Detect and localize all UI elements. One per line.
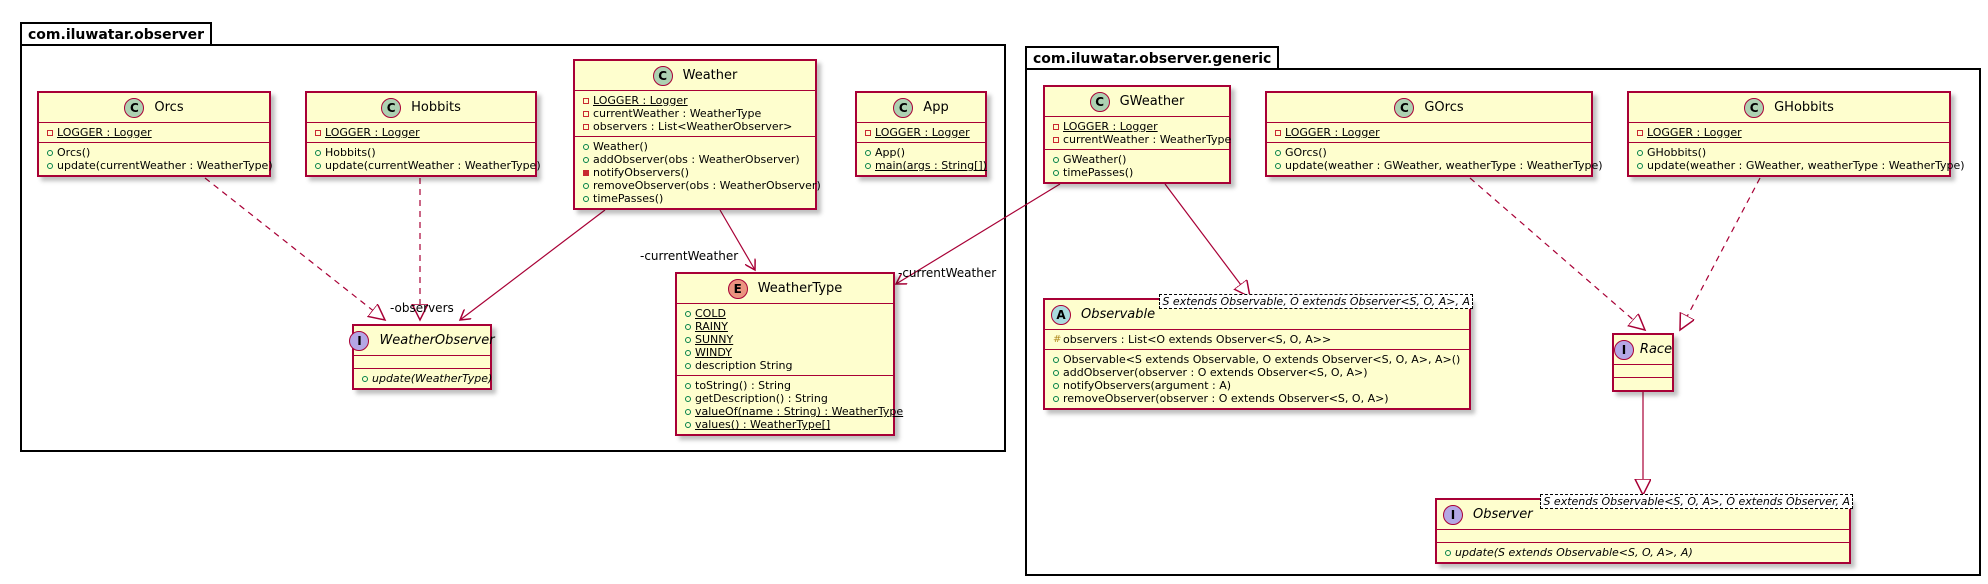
field: WINDY [695,346,732,359]
method: values() : WeatherType[] [695,418,831,431]
method: update(S extends Observable<S, O, A>, A) [1455,546,1693,559]
orcs-realizes-weather-observer [204,177,385,320]
method: notifyObservers() [593,166,690,179]
class-name: GOrcs [1424,100,1464,115]
interface-stereotype-icon: I [1443,504,1463,525]
field: observers : List<O extends Observer<S, O… [1063,333,1332,346]
class-stereotype-icon: C [124,97,145,118]
field: LOGGER : Logger [875,126,970,139]
type-parameters: S extends Observable<S, O, A>, O extends… [1540,494,1853,509]
class-stereotype-icon: C [893,97,914,118]
method: GHobbits() [1647,146,1707,159]
class-orcs[interactable]: C Orcs LOGGER : Logger Orcs() update(cur… [37,91,273,177]
class-name: Observable [1081,307,1156,322]
field: observers : List<WeatherObserver> [593,120,793,133]
enum-weather-type[interactable]: E WeatherType COLD RAINY SUNNY WINDY des… [675,272,903,436]
observers-role-label: -observers [390,301,454,315]
method: notifyObservers(argument : A) [1063,379,1232,392]
method: timePasses() [593,192,664,205]
method: GWeather() [1063,153,1127,166]
method: update(currentWeather : WeatherType) [325,159,541,172]
class-gorcs[interactable]: C GOrcs LOGGER : Logger GOrcs() update(w… [1265,91,1603,177]
field: RAINY [695,320,728,333]
gcurrent-weather-role-label: -currentWeather [898,266,997,280]
field: COLD [695,307,726,320]
field: currentWeather : WeatherType [593,107,762,120]
field: LOGGER : Logger [1063,120,1158,133]
interface-observer[interactable]: S extends Observable<S, O, A>, O extends… [1435,494,1853,564]
package-tab-observer: com.iluwatar.observer [20,22,213,45]
class-name: GWeather [1119,94,1185,109]
class-hobbits[interactable]: C Hobbits LOGGER : Logger Hobbits() upda… [305,91,541,177]
class-name: Weather [682,68,738,83]
ghobbits-realizes-race [1680,177,1761,330]
class-app[interactable]: C App LOGGER : Logger App() main(args : … [855,91,987,177]
gweather-to-weather-type [896,183,1061,284]
field: LOGGER : Logger [593,94,688,107]
method: App() [875,146,906,159]
method: Observable<S extends Observable, O exten… [1063,353,1461,366]
field: SUNNY [695,333,734,346]
method: addObserver(observer : O extends Observe… [1063,366,1368,379]
class-gweather[interactable]: C GWeather LOGGER : Logger currentWeathe… [1043,85,1231,184]
method: removeObserver(obs : WeatherObserver) [593,179,821,192]
class-stereotype-icon: C [652,65,673,86]
interface-weather-observer[interactable]: I WeatherObserver update(WeatherType) [349,324,495,390]
class-stereotype-icon: C [1394,97,1415,118]
method: Hobbits() [325,146,376,159]
interface-race[interactable]: I Race [1612,333,1674,392]
class-stereotype-icon: C [381,97,402,118]
interface-stereotype-icon: I [1613,339,1634,360]
method: Orcs() [57,146,91,159]
weather-to-weather-observer [460,209,606,320]
weather-to-weather-type [719,209,755,270]
method: update(currentWeather : WeatherType) [57,159,273,172]
gweather-extends-observable [1164,183,1250,297]
field: currentWeather : WeatherType [1063,133,1232,146]
method: GOrcs() [1285,146,1327,159]
abstract-class-observable[interactable]: S extends Observable, O extends Observer… [1043,294,1473,410]
field: description String [695,359,793,372]
gorcs-realizes-race [1469,177,1645,330]
class-name: WeatherType [757,281,843,296]
class-name: Observer [1473,507,1533,522]
method: update(weather : GWeather, weatherType :… [1647,159,1965,172]
method: addObserver(obs : WeatherObserver) [593,153,800,166]
class-ghobbits[interactable]: C GHobbits LOGGER : Logger GHobbits() up… [1627,91,1965,177]
field: LOGGER : Logger [325,126,420,139]
method: valueOf(name : String) : WeatherType [695,405,904,418]
method: removeObserver(observer : O extends Obse… [1063,392,1389,405]
class-name: App [923,100,949,115]
class-name: Orcs [154,100,184,115]
field: LOGGER : Logger [57,126,152,139]
class-stereotype-icon: C [1089,91,1110,112]
abstract-stereotype-icon: A [1051,304,1071,325]
class-name: Hobbits [411,100,461,115]
method: toString() : String [695,379,791,392]
class-name: Race [1639,342,1673,357]
field: LOGGER : Logger [1647,126,1742,139]
method: timePasses() [1063,166,1134,179]
package-tab-generic: com.iluwatar.observer.generic [1025,46,1280,69]
method: getDescription() : String [695,392,828,405]
field: LOGGER : Logger [1285,126,1380,139]
method: update(WeatherType) [372,372,493,385]
current-weather-role-label: -currentWeather [640,249,739,263]
class-weather[interactable]: C Weather LOGGER : Logger currentWeather… [573,59,821,210]
class-stereotype-icon: C [1744,97,1765,118]
method: Weather() [593,140,648,153]
type-parameters: S extends Observable, O extends Observer… [1159,294,1473,309]
enum-stereotype-icon: E [727,278,748,299]
interface-stereotype-icon: I [349,330,370,351]
class-name: WeatherObserver [379,333,495,348]
method: update(weather : GWeather, weatherType :… [1285,159,1603,172]
method: main(args : String[]) [875,159,987,172]
class-name: GHobbits [1774,100,1834,115]
